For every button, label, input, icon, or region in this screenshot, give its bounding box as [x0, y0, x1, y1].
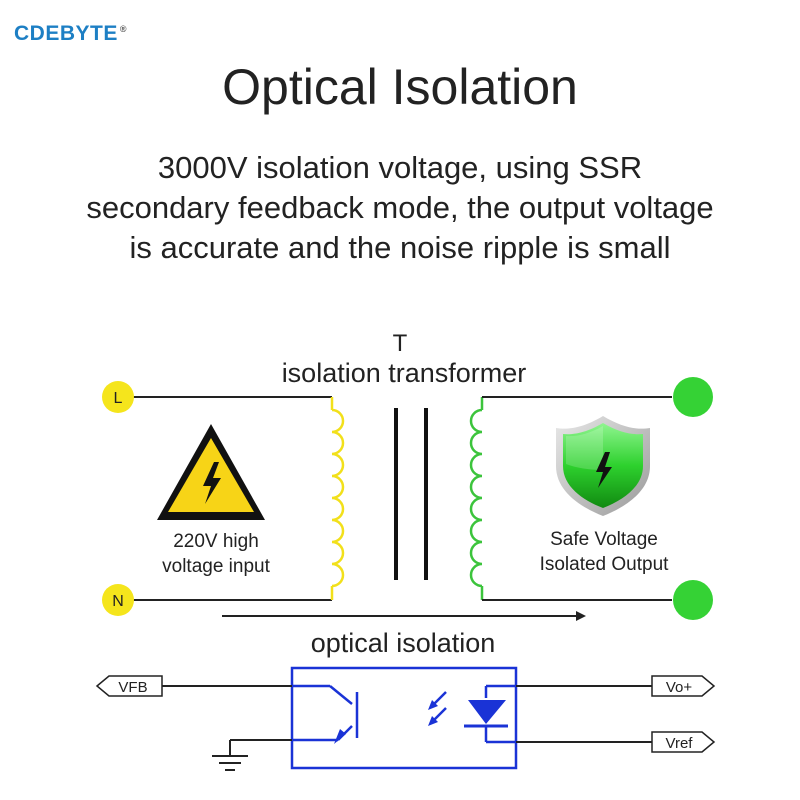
vfb-terminal: VFB	[95, 675, 163, 697]
output-label-line-2: Isolated Output	[540, 554, 670, 575]
description-line-3: is accurate and the noise ripple is smal…	[129, 230, 671, 265]
input-label-line-1: 220V high	[173, 531, 259, 552]
phototransistor	[292, 684, 359, 744]
node-l-label: L	[114, 390, 123, 407]
vref-terminal: Vref	[651, 731, 716, 753]
ground-icon	[212, 740, 248, 771]
vref-label: Vref	[666, 735, 694, 752]
output-label-line-1: Safe Voltage	[550, 529, 658, 550]
node-l	[102, 381, 134, 413]
registered-mark: ®	[119, 24, 127, 34]
node-n	[102, 584, 134, 616]
brand-logo: CDEBYTE®	[14, 22, 127, 46]
description-line-1: 3000V isolation voltage, using SSR	[157, 150, 643, 185]
optocoupler-box	[290, 666, 518, 770]
description-line-2: secondary feedback mode, the output volt…	[86, 190, 714, 225]
high-voltage-warning-icon	[157, 424, 265, 520]
signal-direction-arrow	[222, 611, 586, 621]
vo-terminal: Vo+	[651, 675, 716, 697]
transformer-label: isolation transformer	[282, 358, 527, 388]
led-diode	[464, 684, 516, 744]
brand-name: CDEBYTE	[14, 22, 118, 45]
node-n-label: N	[112, 593, 124, 610]
vo-label: Vo+	[666, 679, 693, 696]
optical-isolation-label: optical isolation	[311, 628, 496, 658]
node-out-top	[673, 377, 713, 417]
safe-shield-icon	[556, 416, 650, 516]
page-title: Optical Isolation	[222, 59, 578, 115]
transformer-symbol: T	[393, 330, 408, 357]
input-label-line-2: voltage input	[162, 556, 270, 577]
description: 3000V isolation voltage, using SSR secon…	[0, 148, 800, 268]
secondary-coil	[469, 408, 483, 588]
light-emission-icon	[428, 691, 447, 726]
node-out-bottom	[673, 580, 713, 620]
primary-coil	[331, 408, 345, 588]
vfb-label: VFB	[118, 679, 147, 696]
